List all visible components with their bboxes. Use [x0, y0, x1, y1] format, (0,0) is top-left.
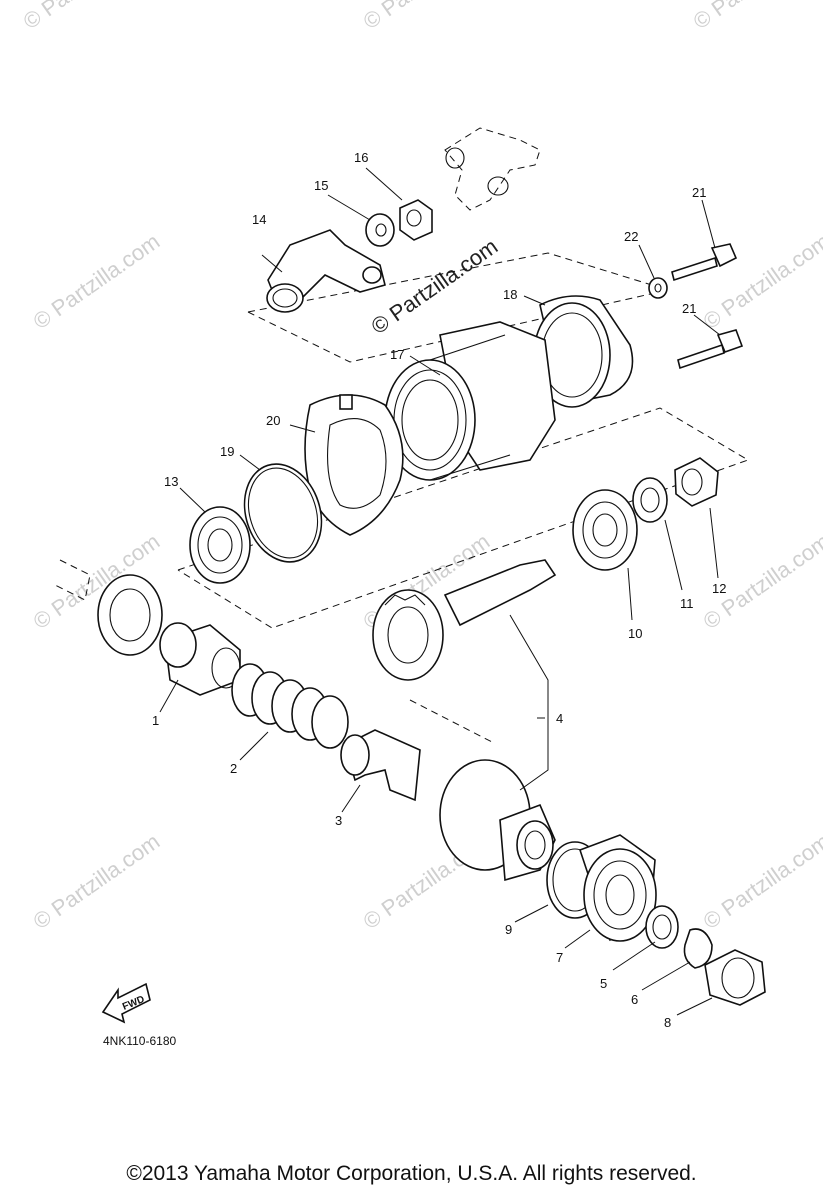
callout-20: 20 — [266, 413, 280, 428]
part-17-case — [384, 321, 556, 481]
part-20-shim-plate — [304, 394, 404, 536]
watermark-text-center: © Partzilla.com — [367, 234, 503, 340]
callout-11: 11 — [680, 596, 694, 611]
part-22-washer — [648, 277, 668, 299]
frame-gear-link — [409, 699, 493, 743]
leader-lines — [159, 167, 721, 1016]
part-13-bearing — [189, 506, 251, 584]
part-21-bolt-upper — [671, 243, 738, 282]
callout-15: 15 — [314, 178, 328, 193]
watermark-text: © Partzilla.com — [29, 229, 165, 335]
callout-16: 16 — [354, 150, 368, 165]
callout-21-lower: 21 — [682, 301, 696, 316]
part-16-nut — [399, 199, 433, 241]
callout-3: 3 — [335, 813, 342, 828]
callout-10: 10 — [628, 626, 642, 641]
watermark-text: © Partzilla.com — [699, 829, 823, 935]
watermark-text: © Partzilla.com — [689, 0, 823, 34]
left-shaft-phantom — [54, 559, 163, 656]
part-14-yoke — [266, 229, 386, 313]
part-4-ring-gear — [439, 759, 556, 882]
callout-7: 7 — [556, 950, 563, 965]
callout-22: 22 — [624, 229, 638, 244]
watermark-text: © Partzilla.com — [19, 0, 155, 34]
callout-1: 1 — [152, 713, 159, 728]
part-5-washer — [645, 905, 679, 949]
callout-5: 5 — [600, 976, 607, 991]
callout-labels: 1 2 3 4 5 6 7 8 9 10 11 12 13 14 15 16 1… — [152, 150, 726, 1030]
part-7-bearing — [578, 834, 657, 942]
callout-17: 17 — [390, 347, 404, 362]
part-2-spring — [231, 663, 349, 749]
part-1-sleeve — [159, 622, 241, 696]
part-8-nut — [704, 949, 766, 1006]
part-21-bolt-lower — [677, 329, 744, 370]
part-10-bearing — [572, 489, 638, 571]
diagram-code: 4NK110-6180 — [103, 1034, 177, 1048]
callout-6: 6 — [631, 992, 638, 1007]
callout-13: 13 — [164, 474, 178, 489]
callout-18: 18 — [503, 287, 517, 302]
callout-4: 4 — [556, 711, 563, 726]
callout-14: 14 — [252, 212, 266, 227]
part-18-housing-ring — [533, 295, 634, 408]
callout-9: 9 — [505, 922, 512, 937]
part-4-pinion-shaft — [372, 559, 557, 681]
part-3-cam — [340, 729, 421, 802]
callout-12: 12 — [712, 581, 726, 596]
watermark-text: © Partzilla.com — [699, 229, 823, 335]
part-19-o-ring — [243, 463, 323, 563]
frame-upper — [247, 252, 670, 363]
fwd-arrow-icon: FWD — [101, 982, 151, 1024]
copyright-notice: ©2013 Yamaha Motor Corporation, U.S.A. A… — [126, 1162, 697, 1185]
callout-2: 2 — [230, 761, 237, 776]
callout-8: 8 — [664, 1015, 671, 1030]
watermark-text: © Partzilla.com — [359, 0, 495, 34]
watermark-text: © Partzilla.com — [29, 829, 165, 935]
part-15-washer — [365, 213, 395, 247]
universal-joint-phantom — [444, 127, 541, 211]
callout-21-upper: 21 — [692, 185, 706, 200]
part-12-nut — [674, 457, 719, 507]
part-6-lock-washer — [683, 928, 713, 969]
callout-19: 19 — [220, 444, 234, 459]
part-11-washer — [632, 477, 668, 523]
